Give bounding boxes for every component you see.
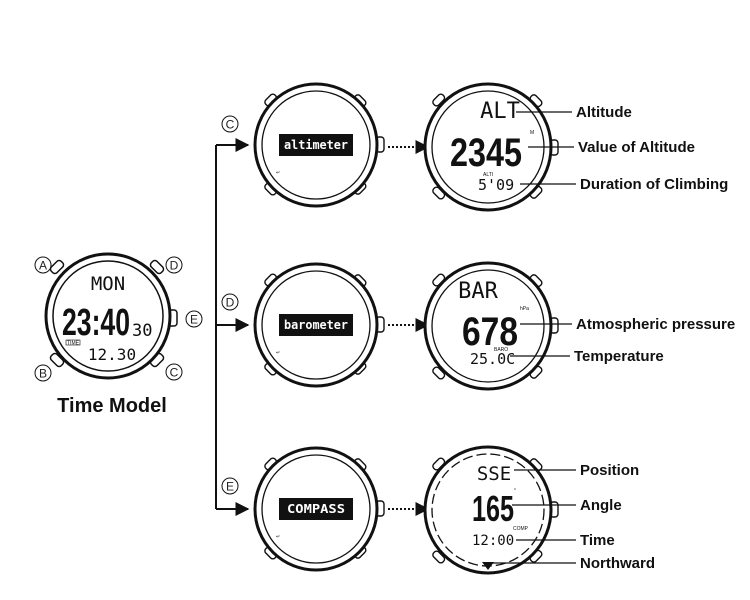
callout-leaders bbox=[490, 111, 576, 564]
button-letter-c: C bbox=[165, 363, 183, 381]
time-model-caption: Time Model bbox=[57, 395, 167, 417]
altimeter-mode-label: altimeter bbox=[284, 138, 348, 152]
altitude-bottom-readout: 5'09 bbox=[478, 176, 514, 194]
barometer-top-readout: BAR bbox=[458, 279, 498, 304]
callout-atmospheric-pressure: Atmospheric pressure bbox=[576, 316, 735, 333]
time-model-watch: MON 23:40 30 TIME 12.30 bbox=[44, 252, 178, 380]
svg-text:D: D bbox=[170, 259, 179, 273]
compass-bottom-readout: 12:00 bbox=[472, 533, 514, 549]
compass-mode-box bbox=[279, 498, 353, 520]
date-readout: 12.30 bbox=[88, 345, 136, 364]
altitude-result-watch: ALT 2345 M ALTI 5'09 bbox=[423, 82, 559, 212]
svg-text:D: D bbox=[226, 296, 235, 310]
branch-letter-d: D bbox=[221, 293, 239, 311]
altimeter-mode-box bbox=[279, 134, 353, 156]
callout-position: Position bbox=[580, 462, 639, 479]
svg-text:↵: ↵ bbox=[276, 350, 280, 356]
compass-top-readout: SSE bbox=[477, 463, 511, 485]
button-letter-d: D bbox=[165, 256, 183, 274]
svg-text:E: E bbox=[190, 313, 198, 327]
svg-text:B: B bbox=[39, 367, 47, 381]
barometer-mode-box bbox=[279, 314, 353, 336]
compass-small-label: COMP bbox=[513, 526, 529, 532]
button-letter-b: B bbox=[34, 364, 52, 382]
button-letter-e: E bbox=[185, 310, 203, 328]
day-readout: MON bbox=[91, 273, 125, 295]
altitude-value-readout: 2345 bbox=[450, 131, 522, 175]
callout-angle: Angle bbox=[580, 497, 622, 514]
time-small-label: TIME bbox=[67, 341, 80, 347]
callout-duration-of-climbing: Duration of Climbing bbox=[580, 176, 728, 193]
north-pointer-icon bbox=[482, 562, 494, 570]
button-a-nub[interactable] bbox=[49, 259, 65, 275]
branch-connectors bbox=[215, 138, 250, 516]
barometer-small-label: BARO bbox=[494, 347, 508, 353]
barometer-result-watch: BAR 678 hPa BARO 25.0C bbox=[423, 261, 559, 391]
barometer-unit: hPa bbox=[520, 306, 529, 312]
transition-arrows bbox=[388, 140, 430, 516]
svg-text:↵: ↵ bbox=[276, 534, 280, 540]
watch-bezel bbox=[52, 260, 164, 372]
altitude-top-readout: ALT bbox=[480, 99, 520, 124]
branch-letter-e: E bbox=[221, 477, 239, 495]
callout-northward: Northward bbox=[580, 555, 655, 572]
compass-unit: ° bbox=[514, 488, 516, 494]
svg-text:A: A bbox=[39, 259, 47, 273]
altimeter-mode-watch: altimeter ↵ bbox=[253, 82, 385, 208]
svg-text:E: E bbox=[226, 480, 234, 494]
barometer-bottom-readout: 25.0C bbox=[470, 350, 515, 368]
callout-altitude: Altitude bbox=[576, 104, 632, 121]
compass-value-readout: 165 bbox=[472, 488, 514, 529]
altitude-unit: M bbox=[530, 130, 534, 136]
svg-text:↵: ↵ bbox=[276, 170, 280, 176]
time-small-label-box bbox=[65, 339, 81, 346]
callout-temperature: Temperature bbox=[574, 348, 664, 365]
barometer-mode-label: barometer bbox=[284, 318, 348, 332]
callout-value-of-altitude: Value of Altitude bbox=[578, 139, 695, 156]
barometer-value-readout: 678 bbox=[462, 310, 518, 354]
svg-text:C: C bbox=[170, 366, 179, 380]
callout-time: Time bbox=[580, 532, 615, 549]
button-d-nub[interactable] bbox=[149, 259, 165, 275]
svg-text:C: C bbox=[226, 118, 235, 132]
compass-mode-label: COMPASS bbox=[287, 502, 345, 516]
branch-letter-c: C bbox=[221, 115, 239, 133]
seconds-readout: 30 bbox=[132, 321, 152, 341]
compass-mode-watch: COMPASS ↵ bbox=[253, 446, 385, 572]
button-letter-a: A bbox=[34, 256, 52, 274]
altitude-small-label: ALTI bbox=[483, 172, 493, 178]
time-readout: 23:40 bbox=[62, 302, 130, 344]
compass-result-watch: SSE 165 ° COMP 12:00 bbox=[423, 445, 559, 575]
barometer-mode-watch: barometer ↵ bbox=[253, 262, 385, 388]
